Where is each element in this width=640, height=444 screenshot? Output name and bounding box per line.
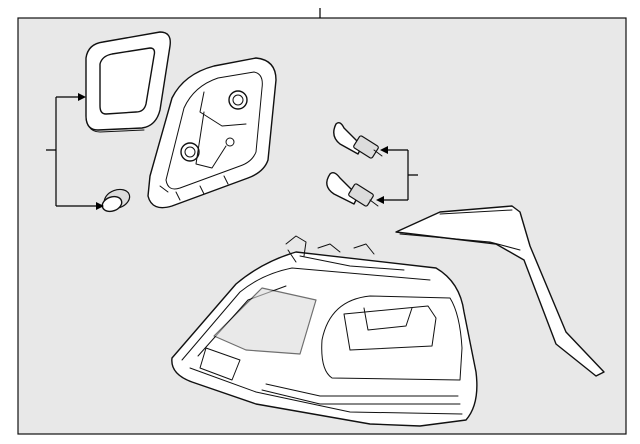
- bulb-bracket-leader: [376, 146, 418, 204]
- gasket-seal[interactable]: [85, 31, 171, 133]
- bulb-socket-carrier[interactable]: [147, 57, 277, 209]
- rubber-cap[interactable]: [100, 186, 132, 214]
- trim-seal-strip[interactable]: [395, 205, 605, 377]
- tail-lamp-assembly[interactable]: [171, 235, 478, 427]
- bulb-lower[interactable]: [326, 171, 379, 207]
- left-bracket-leader: [46, 93, 104, 210]
- bulb-upper[interactable]: [333, 121, 383, 159]
